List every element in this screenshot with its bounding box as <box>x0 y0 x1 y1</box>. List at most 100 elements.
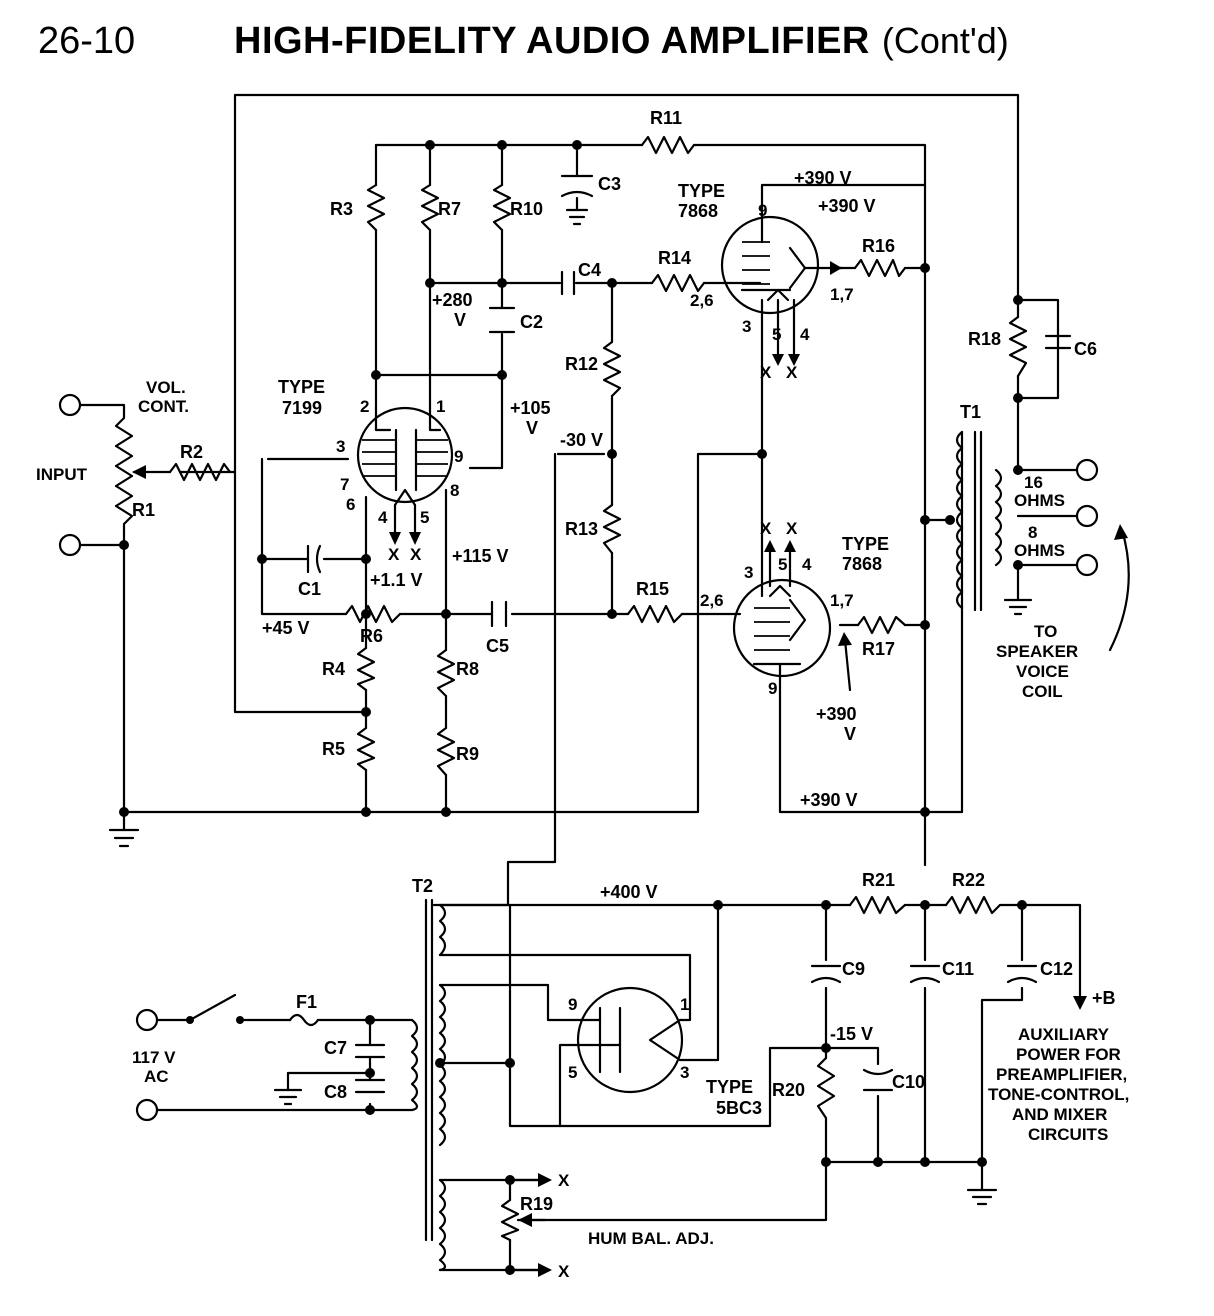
ohms8-label-a: 8 <box>1028 523 1037 542</box>
input-terminal-top <box>58 393 82 417</box>
hum-x-top: X <box>558 1171 570 1190</box>
label-c3: C3 <box>598 174 621 194</box>
aux-label-6: CIRCUITS <box>1028 1125 1108 1144</box>
v3-pin-3: 3 <box>744 563 753 582</box>
component-labels: R1 R2 R3 R7 R10 R11 R14 R16 R12 R13 R15 … <box>132 108 1097 1214</box>
page-header: 26-10 HIGH-FIDELITY AUDIO AMPLIFIER(Cont… <box>0 0 1214 80</box>
r22-symbol <box>944 895 1002 915</box>
v3-pin-4: 4 <box>802 555 812 574</box>
r1-symbol <box>88 403 134 547</box>
r19-symbol <box>500 1198 520 1242</box>
v3-pin-9: 9 <box>768 679 777 698</box>
v2-pin-9: 9 <box>758 201 767 220</box>
aux-label-5: AND MIXER <box>1012 1105 1107 1124</box>
r18-symbol <box>1008 315 1028 378</box>
title-suffix: (Cont'd) <box>881 20 1009 61</box>
speaker-label-3: VOICE <box>1016 662 1069 681</box>
label-r12: R12 <box>565 354 598 374</box>
voltage-labels: +390 V +390 V +280 V +105 V -30 V +115 V… <box>262 168 1116 1044</box>
label-c1: C1 <box>298 579 321 599</box>
fuse-f1 <box>288 1013 320 1027</box>
voltage-280: +280 <box>432 290 473 310</box>
v3-x-a: X <box>760 519 772 538</box>
aux-label-3: PREAMPLIFIER, <box>996 1065 1127 1084</box>
v2-pin-3: 3 <box>742 317 751 336</box>
label-r16: R16 <box>862 236 895 256</box>
label-r20: R20 <box>772 1080 805 1100</box>
v2-x-a: X <box>760 363 772 382</box>
page-number: 26-10 <box>38 20 136 62</box>
aux-label-1: AUXILIARY <box>1018 1025 1110 1044</box>
speaker-terminal-16 <box>1075 458 1099 482</box>
label-r8: R8 <box>456 659 479 679</box>
v4-type-number: 5BC3 <box>716 1098 762 1118</box>
label-c11: C11 <box>942 959 974 979</box>
c5-symbol <box>490 600 508 628</box>
v1-x-a: X <box>388 545 400 564</box>
vol-cont-label-2: CONT. <box>138 397 189 416</box>
label-r11: R11 <box>650 108 682 128</box>
hum-bal-label: HUM BAL. ADJ. <box>588 1229 714 1248</box>
speaker-terminal-com <box>1075 553 1099 577</box>
c7-symbol <box>354 1043 386 1059</box>
label-r7: R7 <box>438 199 461 219</box>
aux-label-4: TONE-CONTROL, <box>988 1085 1129 1104</box>
tube-v4-5bc3 <box>576 986 684 1094</box>
label-r9: R9 <box>456 744 479 764</box>
c11-symbol <box>909 964 941 984</box>
tube-v3-7868 <box>732 540 832 678</box>
v3-type-label: TYPE <box>842 534 889 554</box>
label-c5: C5 <box>486 636 509 656</box>
voltage-105-unit: V <box>526 418 538 438</box>
label-r17: R17 <box>862 639 895 659</box>
r5-symbol <box>356 726 376 772</box>
r7-symbol <box>420 183 440 232</box>
voltage-115: +115 V <box>452 546 509 566</box>
r11-symbol <box>640 135 696 155</box>
voltage-plus-b: +B <box>1092 988 1116 1008</box>
label-c12: C12 <box>1040 959 1073 979</box>
v1-x-b: X <box>410 545 422 564</box>
r17-symbol <box>856 615 907 635</box>
label-t1: T1 <box>960 402 981 422</box>
c8-symbol <box>354 1078 386 1094</box>
r12-symbol <box>602 340 622 398</box>
r9-symbol <box>436 726 456 777</box>
v1-pin-3: 3 <box>336 437 345 456</box>
label-r15: R15 <box>636 579 669 599</box>
c4-symbol <box>560 270 576 296</box>
v2-x-b: X <box>786 363 798 382</box>
label-c9: C9 <box>842 959 865 979</box>
voltage-400: +400 V <box>600 882 658 902</box>
voltage-280-unit: V <box>454 310 466 330</box>
voltage-1-1: +1.1 V <box>370 570 423 590</box>
c2-symbol <box>488 306 516 334</box>
ac-terminal-bottom <box>135 1098 159 1122</box>
v3-pin-26: 2,6 <box>700 591 724 610</box>
r3-symbol <box>366 183 386 232</box>
r4-symbol <box>356 646 376 692</box>
label-c10: C10 <box>892 1072 925 1092</box>
v1-pin-9: 9 <box>454 447 463 466</box>
voltage-neg30: -30 V <box>560 430 603 450</box>
v1-pin-4: 4 <box>378 508 388 527</box>
c10-symbol <box>862 1068 894 1092</box>
v3-pin-17: 1,7 <box>830 591 854 610</box>
c6-symbol <box>1044 334 1072 350</box>
ohms16-label-b: OHMS <box>1014 491 1065 510</box>
ohms16-label-a: 16 <box>1024 473 1043 492</box>
v1-pin-5: 5 <box>420 508 429 527</box>
r21-symbol <box>848 895 907 915</box>
speaker-label-1: TO <box>1034 622 1057 641</box>
v2-pin-4: 4 <box>800 325 810 344</box>
ac-label-2: AC <box>144 1067 169 1086</box>
voltage-390-top: +390 V <box>794 168 852 188</box>
label-f1: F1 <box>296 992 317 1012</box>
voltage-45: +45 V <box>262 618 310 638</box>
voltage-neg15: -15 V <box>830 1024 873 1044</box>
r6-symbol <box>344 604 402 624</box>
label-c7: C7 <box>324 1038 347 1058</box>
v4-pin-3: 3 <box>680 1063 689 1082</box>
v4-pin-1: 1 <box>680 995 689 1014</box>
